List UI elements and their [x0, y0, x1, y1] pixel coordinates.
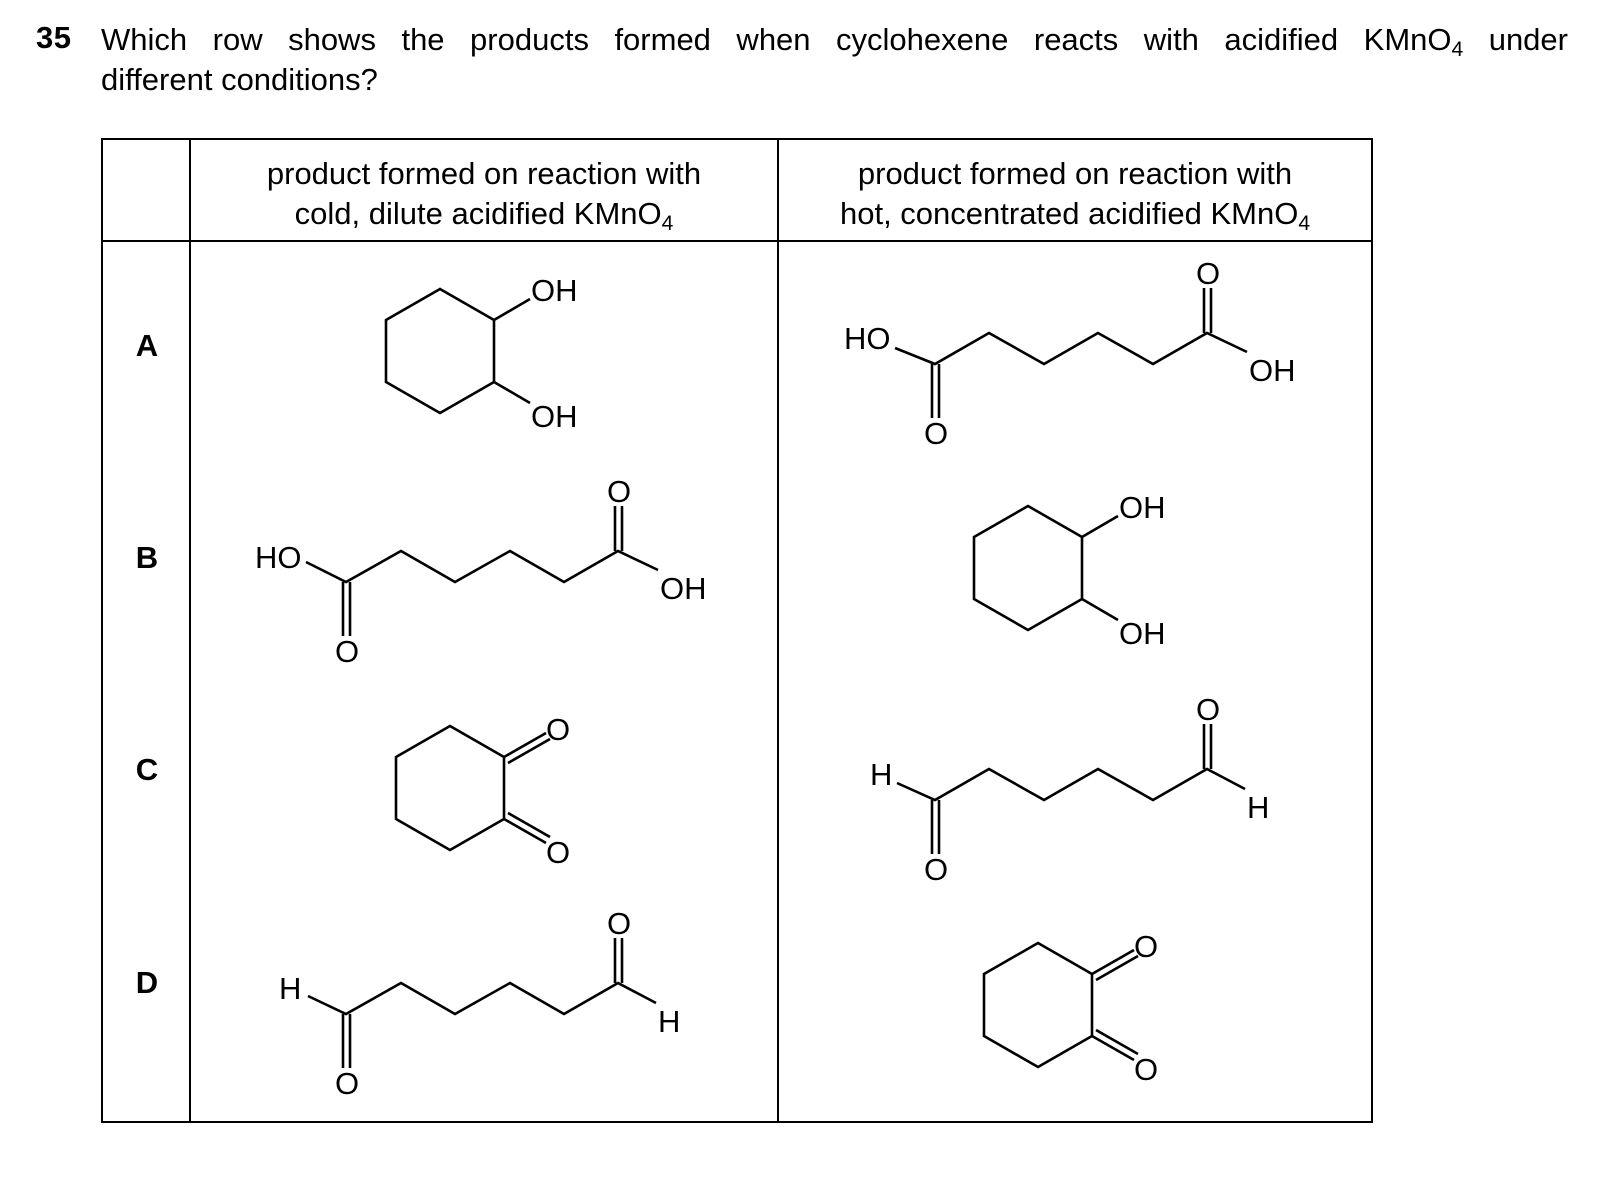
structure-diol: OH OH [972, 490, 1166, 651]
row-key-a: A [135, 328, 159, 363]
atom-label: O [1134, 1052, 1158, 1087]
structure-diacid: HO O O OH [255, 474, 707, 669]
atom-label: O [607, 906, 631, 941]
column-header-hot: product formed on reaction with hot, con… [839, 156, 1311, 235]
atom-label: O [924, 852, 948, 887]
atom-label: H [870, 757, 892, 792]
atom-label: O [924, 416, 948, 451]
atom-label: O [607, 474, 631, 509]
row-key-b: B [135, 540, 159, 575]
atom-label: O [1134, 929, 1158, 964]
atom-label: O [335, 634, 359, 669]
table-divider [777, 140, 779, 1121]
atom-label: OH [1119, 616, 1166, 651]
atom-label: HO [844, 321, 891, 356]
atom-label: O [1196, 256, 1220, 291]
atom-label: O [546, 835, 570, 870]
row-key-c: C [135, 752, 159, 787]
atom-label: H [279, 971, 301, 1006]
atom-label: O [335, 1066, 359, 1101]
structure-dione: O O [394, 712, 570, 870]
atom-label: OH [1119, 490, 1166, 525]
question-text-line1: Which row shows the products formed when… [101, 22, 1568, 61]
structure-diacid: HO O O OH [844, 256, 1296, 451]
column-header-cold: product formed on reaction with cold, di… [266, 156, 702, 235]
atom-label: HO [255, 540, 302, 575]
atom-label: OH [660, 571, 707, 606]
structure-dialdehyde: H O O H [870, 692, 1269, 887]
row-key-d: D [135, 965, 159, 1000]
structure-dialdehyde: H O O H [279, 906, 680, 1101]
table-divider [103, 240, 1371, 242]
atom-label: H [658, 1004, 680, 1039]
table-divider [189, 140, 191, 1121]
question-text-line2: different conditions? [101, 62, 378, 97]
structure-dione: O O [982, 929, 1158, 1087]
question-number: 35 [36, 20, 72, 55]
atom-label: OH [531, 273, 578, 308]
answer-table: product formed on reaction with cold, di… [101, 138, 1373, 1123]
atom-label: H [1247, 790, 1269, 825]
structure-diol: OH OH [384, 273, 578, 434]
atom-label: O [1196, 692, 1220, 727]
atom-label: OH [1249, 353, 1296, 388]
atom-label: O [546, 712, 570, 747]
atom-label: OH [531, 399, 578, 434]
question-text: Which row shows the products formed when… [101, 20, 1568, 100]
